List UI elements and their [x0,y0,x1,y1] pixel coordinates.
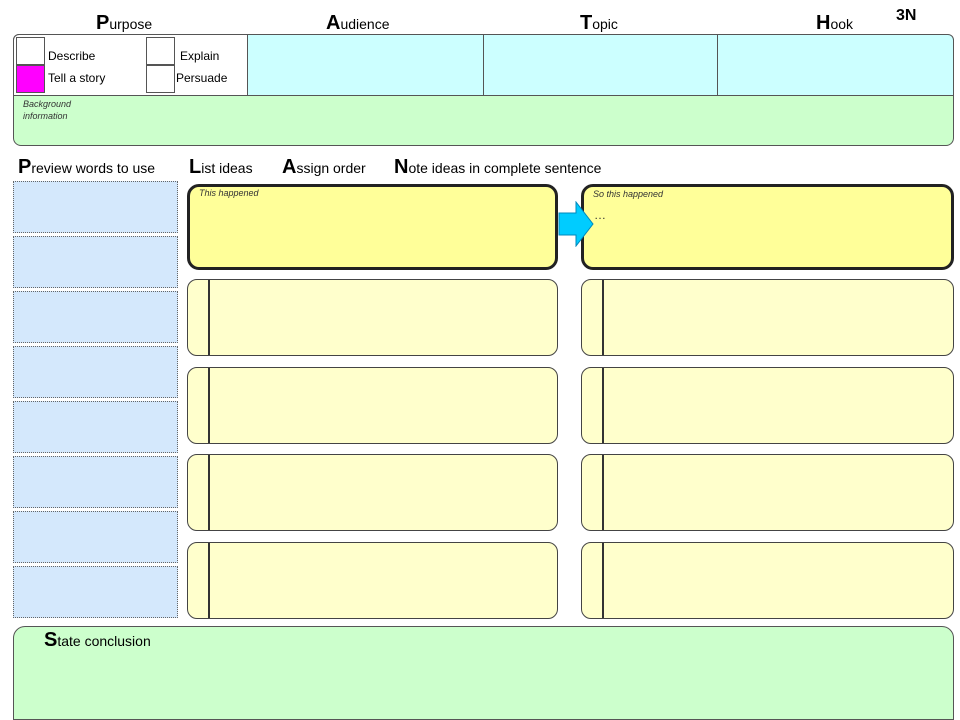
explain-checkbox[interactable] [146,37,175,65]
tell-a-story-checkbox[interactable] [16,65,45,93]
idea-box[interactable] [581,279,954,356]
preview-word-box[interactable] [13,291,178,343]
order-tab [208,455,210,530]
order-tab [602,543,604,618]
describe-checkbox[interactable] [16,37,45,65]
order-tab [602,455,604,530]
purpose-heading: Purpose [96,12,153,34]
idea-box[interactable] [187,542,558,619]
idea-box[interactable] [187,454,558,531]
hook-heading: Hook [816,12,854,34]
preview-word-box[interactable] [13,456,178,508]
idea-box[interactable] [187,279,558,356]
preview-word-box[interactable] [13,566,178,618]
topic-heading: Topic [580,12,618,34]
idea-box[interactable] [187,367,558,444]
preview-word-box[interactable] [13,401,178,453]
background-info-field[interactable] [13,95,954,146]
first-event-label: This happened [199,188,259,198]
preview-word-box[interactable] [13,346,178,398]
first-event-box[interactable] [187,184,558,270]
explain-label: Explain [180,49,220,63]
conclusion-heading: State conclusion [44,629,151,651]
hook-field[interactable] [718,35,953,95]
second-event-label: So this happened [593,189,664,199]
arrow-right-icon [558,201,594,247]
note-heading: Note ideas in complete sentence [394,156,602,178]
audience-heading: Audience [326,12,390,34]
background-info-label: Background information [23,99,72,121]
purpose-box [13,34,248,96]
column-divider [483,34,484,96]
audience-field[interactable] [249,35,482,95]
describe-label: Describe [48,49,96,63]
tell-a-story-label: Tell a story [48,71,106,85]
column-divider [717,34,718,96]
persuade-checkbox[interactable] [146,65,175,93]
topic-field[interactable] [484,35,717,95]
order-tab [602,280,604,355]
preview-word-box[interactable] [13,511,178,563]
order-tab [208,543,210,618]
order-tab [602,368,604,443]
worksheet-code: 3N [896,7,917,24]
second-event-text: … [594,208,607,222]
idea-box[interactable] [581,542,954,619]
persuade-label: Persuade [176,71,228,85]
conclusion-field[interactable] [13,626,954,720]
idea-box[interactable] [581,367,954,444]
idea-box[interactable] [581,454,954,531]
list-heading: List ideas [189,156,253,178]
order-tab [208,280,210,355]
order-tab [208,368,210,443]
preview-word-box[interactable] [13,236,178,288]
preview-word-box[interactable] [13,181,178,233]
assign-heading: Assign order [282,156,366,178]
preview-heading: Preview words to use [18,156,156,178]
